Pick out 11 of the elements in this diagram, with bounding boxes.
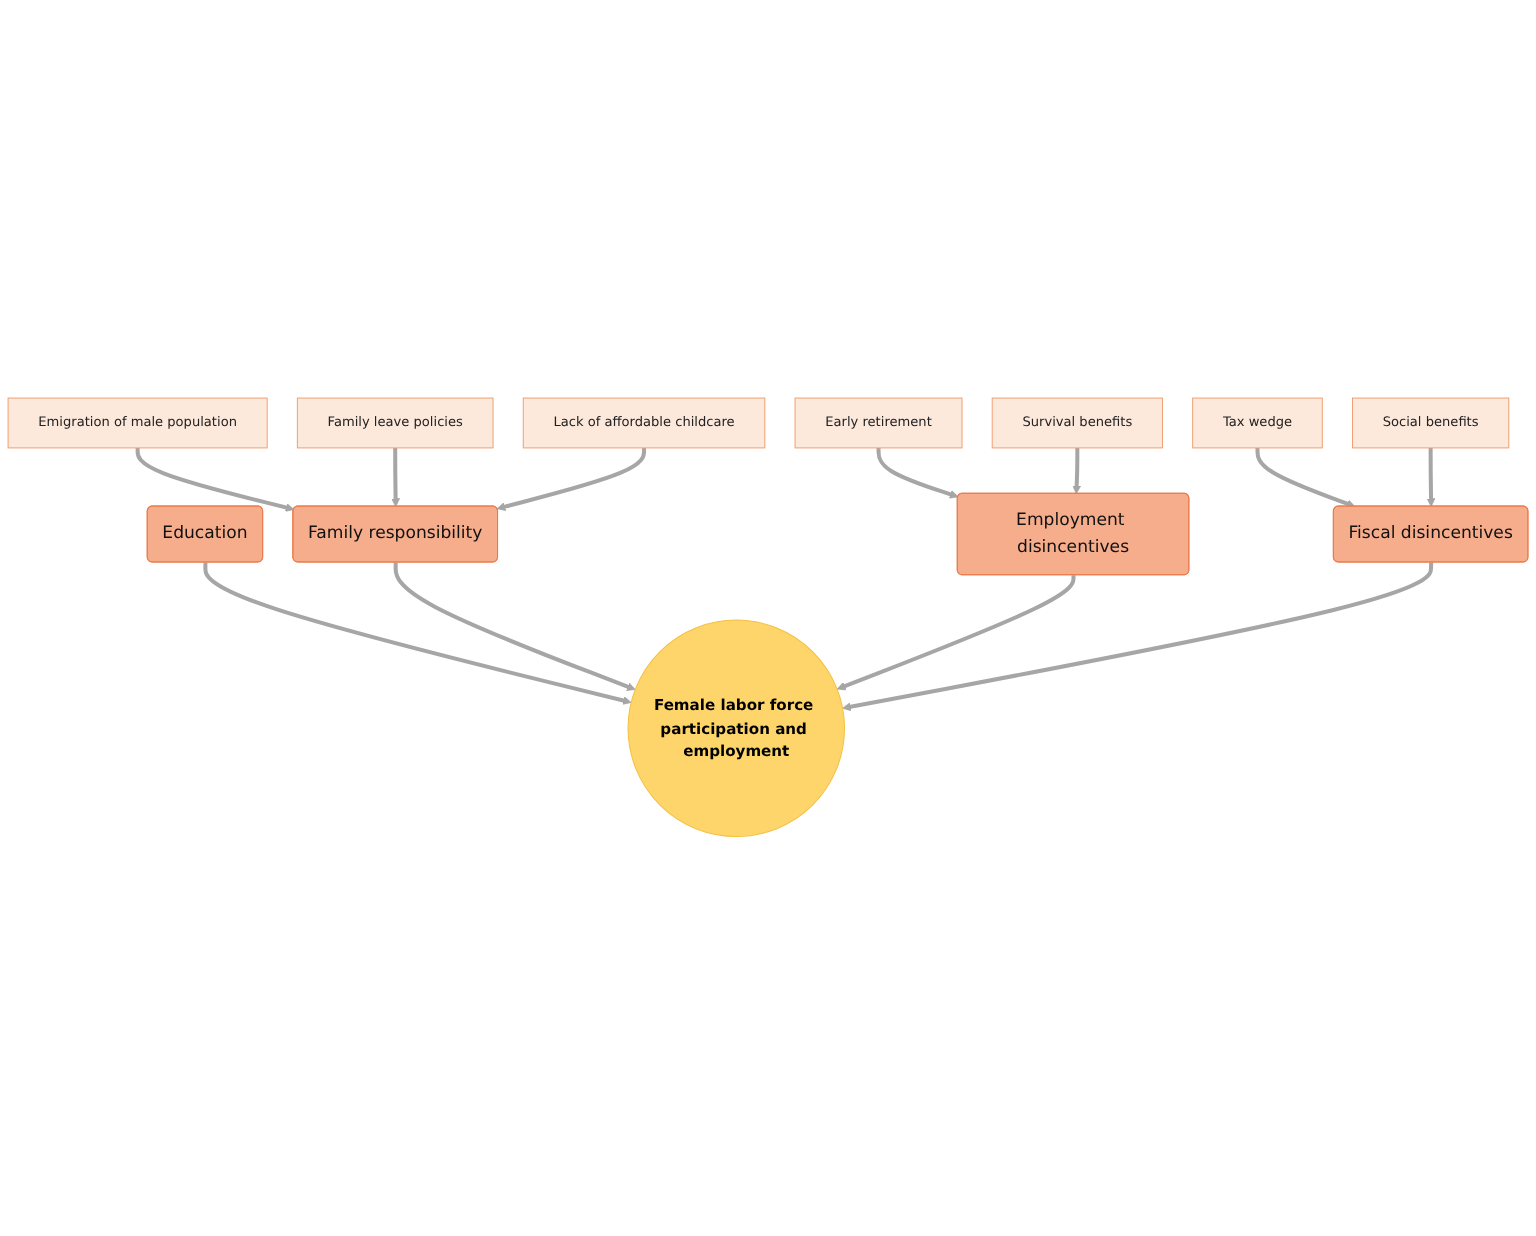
arrow bbox=[1426, 448, 1436, 508]
arrow bbox=[1072, 448, 1082, 495]
arrow bbox=[876, 448, 959, 500]
arrow bbox=[842, 563, 1434, 712]
arrow bbox=[393, 563, 636, 692]
arrow bbox=[836, 575, 1076, 692]
arrow bbox=[496, 448, 647, 512]
arrow bbox=[135, 448, 295, 513]
arrow bbox=[203, 563, 632, 706]
arrow bbox=[391, 448, 401, 508]
arrow bbox=[1255, 448, 1356, 509]
